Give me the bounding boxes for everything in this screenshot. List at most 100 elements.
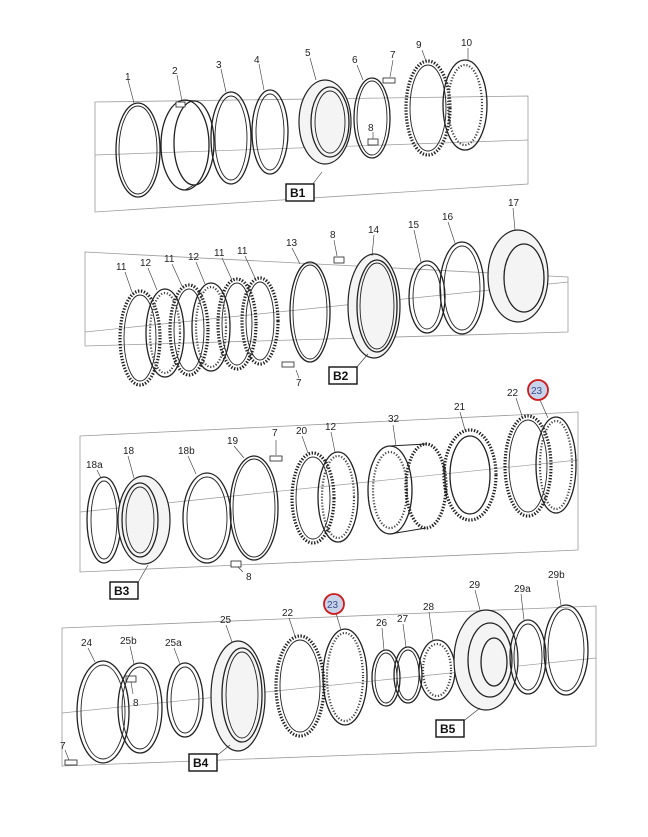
part-7-bolt-2 — [281, 361, 295, 368]
label-b1: B1 — [285, 171, 323, 202]
callout-7-row4: 7 — [60, 741, 66, 752]
callout-7-row2: 7 — [296, 378, 302, 389]
part-19-band — [229, 455, 279, 561]
part-5-piston — [298, 79, 352, 165]
part-2-hub — [160, 99, 215, 191]
callout-26: 26 — [376, 618, 388, 629]
callout-29: 29 — [469, 580, 481, 591]
part-11-clutch-plate-4 — [240, 276, 280, 366]
part-1-snap-ring — [115, 102, 161, 198]
part-25b-ring — [117, 662, 163, 754]
callout-28: 28 — [423, 602, 435, 613]
part-25a-ring — [166, 662, 204, 738]
svg-text:B4: B4 — [193, 756, 209, 770]
row-1-callouts: 1 2 3 4 5 6 7 8 9 10 — [125, 38, 473, 139]
highlight-23-row4: 23 — [323, 593, 345, 615]
label-b5: B5 — [435, 707, 481, 738]
callout-12-row3: 12 — [325, 422, 337, 433]
callout-18: 18 — [123, 446, 135, 457]
row-2-assembly: 11 12 11 12 11 11 13 8 14 15 16 17 7 — [84, 198, 569, 389]
part-18b-ring — [182, 472, 232, 564]
callout-14: 14 — [368, 225, 380, 236]
row-2-plane — [84, 251, 569, 347]
part-26-ring — [371, 649, 401, 707]
part-12-friction-plate — [145, 288, 185, 378]
part-22-clutch-plate — [503, 414, 553, 518]
part-28-bearing — [418, 639, 456, 701]
part-6-band — [353, 77, 391, 159]
callout-11b: 11 — [164, 254, 175, 265]
callout-22-row4: 22 — [282, 608, 294, 619]
callout-4: 4 — [254, 55, 260, 66]
part-3-ring — [210, 91, 252, 185]
callout-12a: 12 — [140, 258, 152, 269]
part-15-ring — [408, 260, 446, 334]
callout-8-row4: 8 — [133, 698, 139, 709]
callout-8: 8 — [368, 123, 374, 134]
row-1-assembly: 1 2 3 4 5 6 7 8 9 10 B1 — [94, 38, 529, 213]
callout-8-row2: 8 — [330, 230, 336, 241]
callout-11d: 11 — [237, 246, 248, 257]
part-10-friction-plate — [442, 59, 488, 151]
callout-11a: 11 — [116, 262, 127, 273]
part-22-clutch-plate-2 — [274, 634, 326, 738]
part-29b-ring — [543, 604, 589, 696]
svg-text:23: 23 — [327, 600, 339, 611]
part-20-clutch-plate — [290, 451, 336, 545]
callout-16: 16 — [442, 212, 454, 223]
part-12-friction-plate-2 — [191, 282, 231, 372]
callout-3: 3 — [216, 60, 222, 71]
svg-text:B5: B5 — [440, 722, 456, 736]
callout-32: 32 — [388, 414, 400, 425]
part-8-spring — [367, 138, 379, 146]
callout-18a: 18a — [86, 460, 103, 471]
part-4-ring — [251, 89, 289, 175]
callout-1: 1 — [125, 72, 131, 83]
callout-11c: 11 — [214, 248, 225, 259]
row-4-assembly: 24 25b 25a 25 22 26 27 28 29 29a 29b 8 — [60, 570, 597, 772]
part-9-clutch-plate — [404, 59, 452, 157]
callout-12b: 12 — [188, 252, 200, 263]
part-29-housing — [453, 609, 519, 711]
part-14-drum — [347, 253, 401, 359]
row-3-assembly: 18a 18 18b 19 7 20 12 32 21 22 8 23 — [79, 379, 579, 600]
callout-20: 20 — [296, 426, 308, 437]
highlight-23-row3: 23 — [527, 379, 549, 401]
part-7-bolt — [382, 77, 396, 84]
part-7-bolt-3 — [269, 455, 283, 462]
part-23-friction-plate — [535, 416, 577, 514]
row-3-plane — [79, 411, 579, 573]
callout-8-row3: 8 — [246, 572, 252, 583]
part-11-clutch-plate-3 — [216, 277, 258, 371]
svg-text:B2: B2 — [333, 369, 349, 383]
part-11-clutch-plate — [118, 289, 162, 387]
callout-29a: 29a — [514, 584, 531, 595]
row-4-plane — [61, 605, 597, 767]
row-1-plane — [94, 95, 529, 213]
callout-27: 27 — [397, 614, 409, 625]
row-4-callouts: 24 25b 25a 25 22 26 27 28 29 29a 29b 8 — [60, 570, 565, 761]
callout-19: 19 — [227, 436, 239, 447]
part-8-spring-2 — [333, 256, 345, 264]
label-b3: B3 — [109, 564, 149, 600]
part-32-drum — [367, 442, 448, 535]
part-21-clutch-plate — [442, 428, 498, 522]
callout-7: 7 — [390, 50, 396, 61]
part-17-cover — [487, 229, 549, 323]
label-b2: B2 — [328, 353, 369, 385]
part-24-band — [76, 660, 130, 764]
part-11-clutch-plate-2 — [168, 283, 210, 377]
part-7-bolt-4 — [64, 759, 78, 766]
part-27-ring — [393, 646, 423, 704]
part-12-friction-plate-3 — [317, 451, 359, 543]
callout-10: 10 — [461, 38, 473, 49]
callout-24: 24 — [81, 638, 93, 649]
callout-25: 25 — [220, 615, 232, 626]
part-25-piston — [210, 640, 266, 752]
svg-text:B3: B3 — [114, 584, 130, 598]
callout-5: 5 — [305, 48, 311, 59]
callout-21: 21 — [454, 402, 466, 413]
callout-22: 22 — [507, 388, 519, 399]
